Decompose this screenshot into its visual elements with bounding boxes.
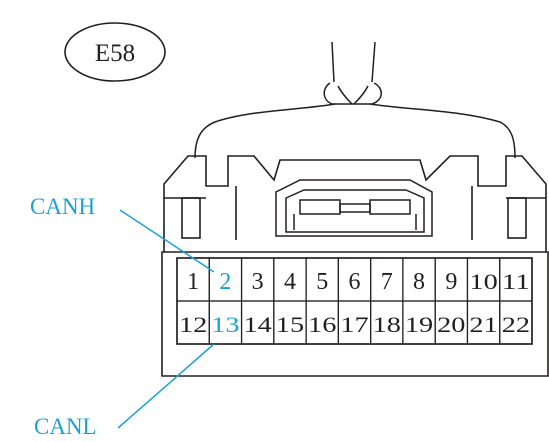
harness-loop-left [194, 103, 336, 159]
pin-label-8: 8 [413, 269, 425, 295]
pin-label-15: 15 [276, 312, 304, 337]
pin-label-10: 10 [469, 269, 497, 294]
canl-callout: CANL [34, 343, 215, 439]
pin-label-5: 5 [316, 269, 328, 295]
pin-label-11: 11 [502, 269, 530, 294]
pin-label-9: 9 [445, 269, 457, 295]
connector-housing [161, 155, 549, 377]
harness-clamp [323, 82, 382, 105]
pin-label-22: 22 [502, 312, 530, 337]
pin-label-14: 14 [244, 312, 272, 337]
pin-label-17: 17 [340, 312, 368, 337]
harness-loop-right [369, 103, 516, 159]
canh-leader-line [119, 209, 215, 273]
latch-slot-left [299, 199, 341, 215]
housing-right-notch [507, 197, 527, 239]
pin-label-13: 13 [211, 312, 239, 337]
pin-label-2: 2 [219, 269, 231, 295]
latch-slot-right [369, 199, 411, 215]
pin-label-1: 1 [187, 269, 199, 295]
harness-tie [337, 85, 369, 105]
pin-label-4: 4 [284, 269, 296, 295]
harness-wire-left [331, 41, 335, 83]
connector-id-oval [64, 22, 166, 82]
pin-label-6: 6 [349, 269, 361, 295]
pin-label-12: 12 [179, 312, 207, 337]
canh-callout: CANH [30, 194, 215, 273]
pin-label-21: 21 [469, 312, 497, 337]
pin-label-20: 20 [437, 312, 465, 337]
latch-inner [285, 189, 425, 233]
pin-label-16: 16 [308, 312, 336, 337]
housing-left-notch [181, 197, 201, 239]
connector-id-badge: E58 [64, 22, 166, 82]
canh-label: CANH [30, 194, 95, 219]
connector-id-label: E58 [95, 40, 135, 67]
harness-wire-right [371, 41, 376, 83]
canl-label: CANL [34, 414, 97, 437]
pin-label-7: 7 [381, 269, 393, 295]
pin-cell-22 [499, 300, 533, 345]
pin-label-18: 18 [373, 312, 401, 337]
pin-label-19: 19 [405, 312, 433, 337]
canl-leader-line [117, 343, 215, 429]
housing-outline [161, 155, 549, 377]
lock-latch [275, 179, 433, 237]
wire-harness [194, 41, 516, 159]
pin-label-3: 3 [252, 269, 264, 295]
latch-outer [275, 179, 433, 237]
latch-center-bar [339, 203, 371, 213]
